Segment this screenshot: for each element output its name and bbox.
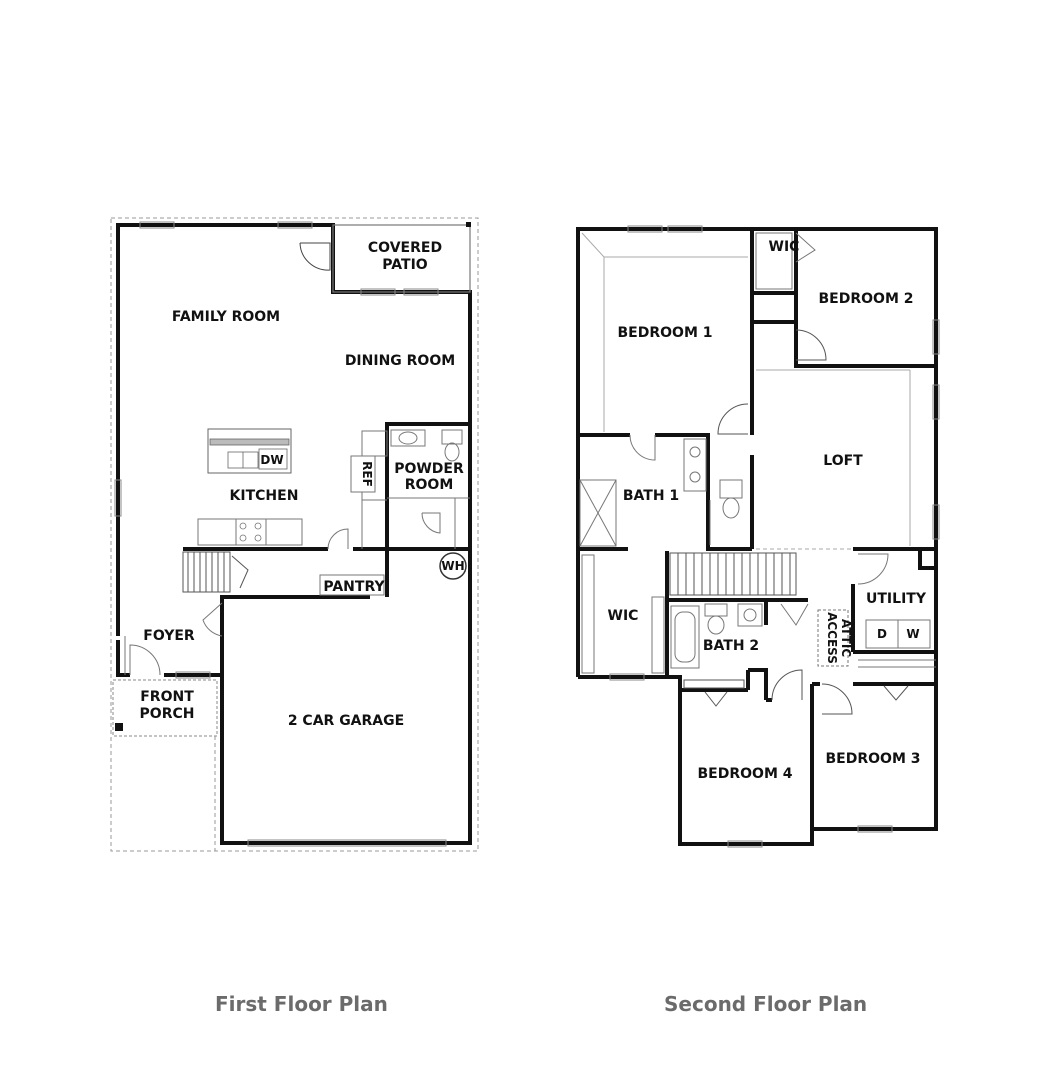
- garage-label: 2 CAR GARAGE: [288, 713, 404, 729]
- kitchen-label: KITCHEN: [230, 488, 299, 504]
- kitchen-island: [207, 428, 292, 474]
- foyer-label: FOYER: [143, 628, 195, 644]
- water-heater-label: WH: [441, 559, 464, 573]
- refrigerator: [350, 430, 388, 549]
- top-wic-outline: [755, 232, 816, 290]
- bath2-label: BATH 2: [703, 638, 759, 654]
- washer-label: W: [906, 627, 919, 641]
- lower-bedroom-doors: [683, 669, 909, 715]
- water-heater: [439, 552, 467, 580]
- bedroom1-ceiling: [581, 232, 748, 258]
- family-room-label: FAMILY ROOM: [172, 309, 280, 325]
- attic-access-label-line2: ACCESS: [825, 612, 839, 664]
- first-floor-caption: First Floor Plan: [215, 992, 388, 1016]
- second-floor-stairs: [669, 552, 797, 596]
- front-porch: [112, 679, 218, 737]
- refrigerator-label: REF: [360, 461, 374, 487]
- pantry-outline: [319, 528, 385, 596]
- powder-room-label-line2: ROOM: [405, 477, 454, 493]
- dining-room-label: DINING ROOM: [345, 353, 455, 369]
- covered-patio-outline: [332, 224, 471, 293]
- attic-access-label-line1: ATTIC: [839, 619, 853, 657]
- second-floor-caption: Second Floor Plan: [664, 992, 868, 1016]
- patio-post: [466, 222, 471, 227]
- bedroom2-door-swing: [795, 329, 827, 361]
- front-porch-label-line1: FRONT: [140, 689, 194, 705]
- loft-label: LOFT: [823, 453, 863, 469]
- left-wic-outline: [581, 554, 665, 674]
- powder-room-label-line1: POWDER: [394, 461, 464, 477]
- front-porch-label-line2: PORCH: [140, 706, 195, 722]
- patio-door-swing: [299, 242, 331, 271]
- bath1-label: BATH 1: [623, 488, 679, 504]
- bedroom1-label: BEDROOM 1: [618, 325, 713, 341]
- first-floor-plan: COVERED PATIO FAMILY ROOM DINING ROOM DW…: [110, 217, 479, 852]
- powder-room-fixtures: [387, 429, 470, 549]
- kitchen-range-counter: [197, 518, 303, 546]
- dryer-label: D: [877, 627, 887, 641]
- bath1-fixtures: [579, 434, 743, 547]
- covered-patio-label-line2: PATIO: [382, 257, 427, 273]
- left-wic-label: WIC: [608, 608, 639, 624]
- entry-door: [124, 602, 223, 676]
- second-floor-walls: [576, 227, 938, 846]
- first-floor-stairs: [182, 551, 249, 593]
- pantry-label: PANTRY: [323, 579, 385, 595]
- attic-access-outline: [817, 609, 849, 667]
- first-floor-roofline: [110, 217, 479, 852]
- dishwasher-label: DW: [260, 453, 283, 467]
- first-floor-windows: [114, 221, 447, 847]
- second-floor-windows: [609, 225, 940, 848]
- loft-outline: [756, 369, 911, 550]
- second-floor-plan: WIC BEDROOM 2 BEDROOM 1 LOFT BATH 1 WIC …: [576, 225, 940, 848]
- bedroom4-label: BEDROOM 4: [698, 766, 793, 782]
- covered-patio-label-line1: COVERED: [368, 240, 442, 256]
- bedroom3-label: BEDROOM 3: [826, 751, 921, 767]
- utility-label: UTILITY: [866, 591, 927, 607]
- top-wic-label: WIC: [769, 239, 800, 255]
- bedroom2-label: BEDROOM 2: [819, 291, 914, 307]
- bath2-fixtures: [670, 603, 809, 669]
- utility-fixtures: [857, 553, 936, 668]
- bedroom1-door-swing: [717, 403, 749, 435]
- first-floor-walls: [116, 223, 472, 845]
